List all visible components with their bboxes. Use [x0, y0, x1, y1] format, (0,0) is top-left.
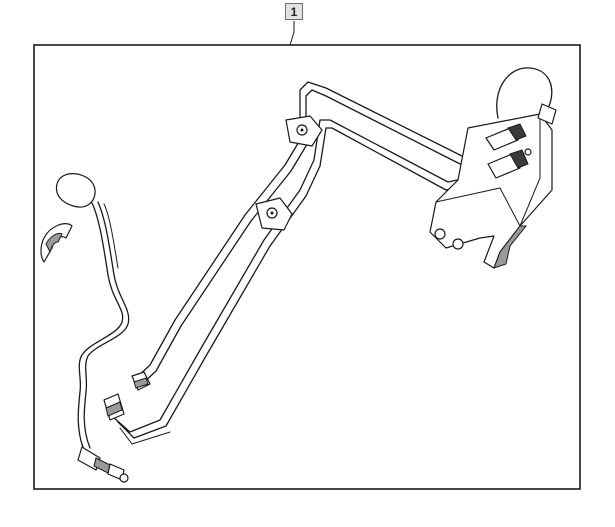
hydraulic-hose [55, 173, 130, 451]
hose-clip [40, 223, 73, 263]
tube-clamp-middle [255, 197, 293, 231]
tube-clamp-upper [285, 115, 323, 147]
bracket-fitting-upper [485, 123, 527, 151]
callout-leader-line-diag [289, 31, 295, 46]
hose-end-fitting [77, 446, 129, 483]
tube-fitting-lower-a [131, 371, 151, 391]
bracket-fitting-lower [487, 149, 529, 179]
tube-fitting-lower-b [103, 393, 125, 421]
sensor-wire [496, 67, 557, 125]
diagram-frame [33, 44, 581, 490]
part-callout-number: 1 [285, 3, 303, 20]
